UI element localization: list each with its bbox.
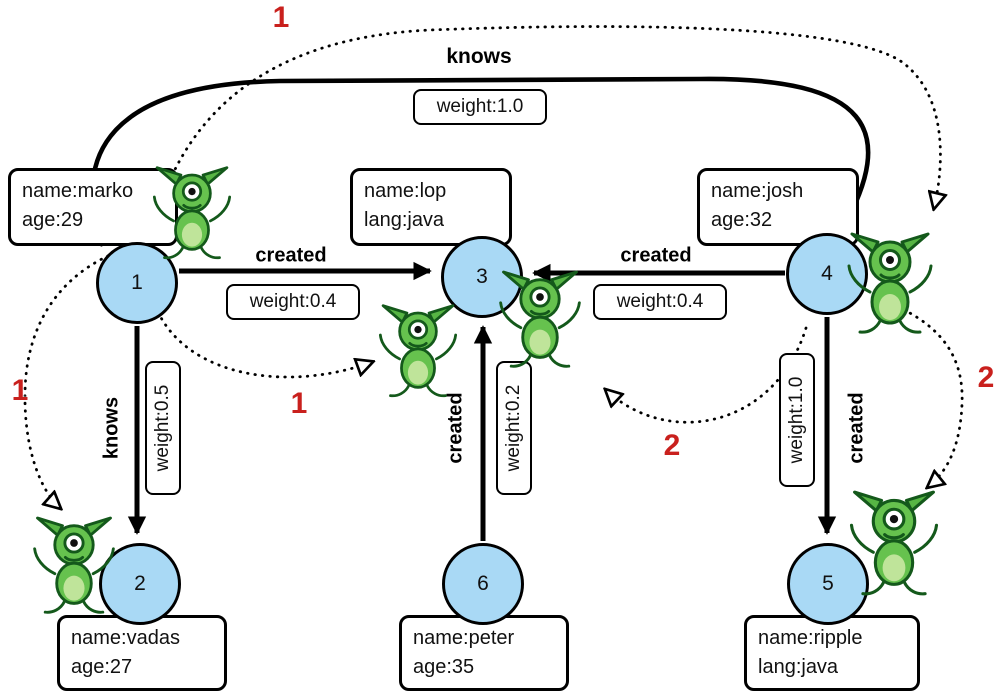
gremlin-mascot-icon: [26, 514, 122, 620]
vertex-properties-marko: name:marko age:29: [8, 168, 178, 246]
edge-weight-created-4-5: weight:1.0: [779, 353, 815, 487]
property-line: name:marko: [22, 180, 134, 202]
edge-weight-knows-1-2: weight:0.5: [145, 361, 181, 495]
edge-label-created-6-3: created: [444, 392, 467, 464]
gremlin-mascot-icon: [146, 164, 238, 265]
property-line: age:29: [22, 209, 84, 231]
traversal-path-1-to-3: [156, 310, 372, 379]
vertex-properties-vadas: name:vadas age:27: [57, 615, 227, 691]
property-line: age:35: [413, 656, 475, 678]
vertex-properties-ripple: name:ripple lang:java: [744, 615, 920, 691]
traversal-marker-1-left: 1: [11, 374, 29, 407]
traversal-path-4-to-3: [606, 326, 808, 424]
edge-label-knows-1-2: knows: [100, 396, 123, 460]
property-line: name:vadas: [71, 627, 180, 649]
property-line: name:josh: [711, 180, 804, 202]
vertex-properties-lop: name:lop lang:java: [350, 168, 512, 246]
edge-weight-created-4-3: weight:0.4: [593, 284, 727, 320]
gremlin-mascot-icon: [842, 488, 946, 602]
gremlin-mascot-icon: [372, 302, 464, 403]
traversal-marker-2-right: 2: [977, 361, 995, 394]
vertex-1: 1: [96, 242, 178, 324]
traversal-marker-1-center: 1: [290, 387, 308, 420]
vertex-id: 6: [477, 572, 489, 595]
vertex-properties-peter: name:peter age:35: [399, 615, 569, 691]
vertex-id: 1: [131, 271, 143, 294]
edge-knows-1-4-line: [90, 76, 871, 247]
vertex-id: 5: [822, 572, 834, 595]
edge-label-knows-top: knows: [446, 45, 512, 68]
vertex-6: 6: [442, 543, 524, 625]
edge-weight-knows-top: weight:1.0: [413, 89, 547, 125]
property-line: name:peter: [413, 627, 515, 649]
property-line: name:ripple: [758, 627, 863, 649]
edge-weight-created-1-3: weight:0.4: [226, 284, 360, 320]
edge-label-created-1-3: created: [255, 244, 327, 267]
property-line: lang:java: [758, 656, 839, 678]
property-line: name:lop: [364, 180, 447, 202]
traversal-marker-2-center: 2: [663, 429, 681, 462]
edge-label-created-4-3: created: [620, 244, 692, 267]
traversal-path-1-to-4: [150, 25, 940, 234]
property-line: lang:java: [364, 209, 445, 231]
vertex-5: 5: [787, 543, 869, 625]
vertex-4: 4: [786, 233, 868, 315]
vertex-id: 4: [821, 262, 833, 285]
traversal-path-4-to-5: [874, 296, 964, 487]
traversal-path-1-to-2: [23, 248, 124, 508]
vertex-id: 3: [476, 265, 488, 288]
edge-weight-created-6-3: weight:0.2: [496, 361, 532, 495]
gremlin-mascot-icon: [492, 268, 588, 374]
traversal-marker-1-top: 1: [272, 1, 290, 34]
property-line: age:32: [711, 209, 773, 231]
edge-label-created-4-5: created: [845, 392, 868, 464]
property-line: age:27: [71, 656, 133, 678]
gremlin-mascot-icon: [840, 230, 940, 340]
vertex-id: 2: [134, 572, 146, 595]
